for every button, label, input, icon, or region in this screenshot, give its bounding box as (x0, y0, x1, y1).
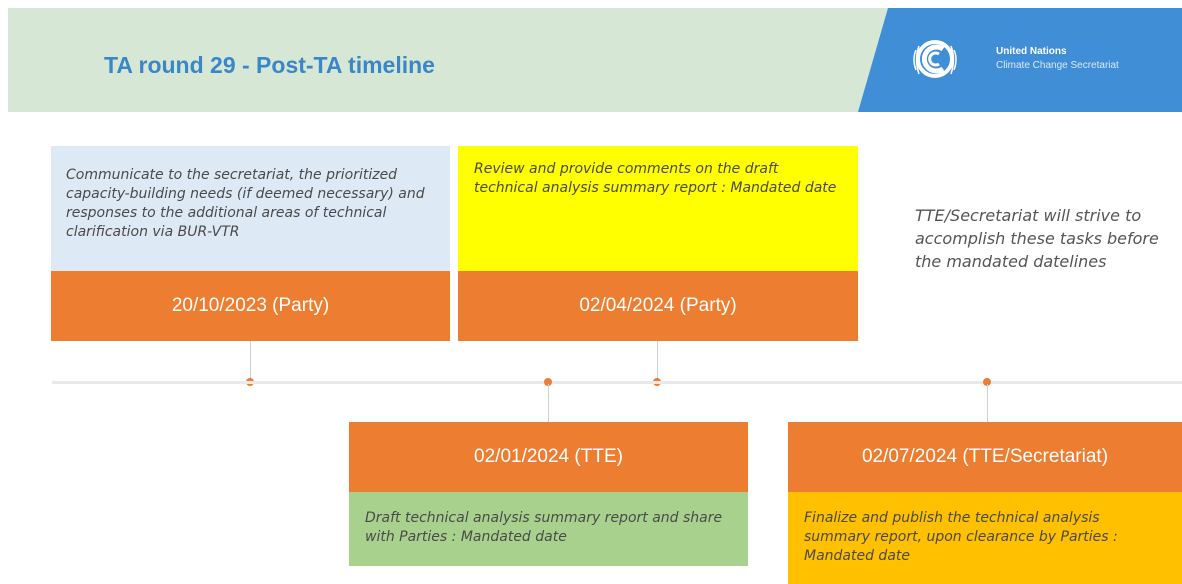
milestone-1-description: Communicate to the secretariat, the prio… (51, 146, 450, 271)
secretariat-note: TTE/Secretariat will strive to accomplis… (915, 206, 1159, 271)
milestone-4-connector (987, 384, 988, 422)
milestone-2-description: Review and provide comments on the draft… (458, 146, 858, 271)
milestone-4-marker (983, 378, 991, 386)
org-name: United Nations (996, 46, 1067, 57)
milestone-3-description: Draft technical analysis summary report … (349, 492, 748, 566)
page-title: TA round 29 - Post-TA timeline (104, 52, 435, 78)
milestone-3-date: 02/01/2024 (TTE) (349, 422, 748, 492)
milestone-1-connector (250, 341, 251, 381)
timeline-axis (52, 381, 1182, 384)
milestone-2-date: 02/04/2024 (Party) (458, 271, 858, 341)
milestone-1-date: 20/10/2023 (Party) (51, 271, 450, 341)
un-branding: United Nations Climate Change Secretaria… (858, 8, 1182, 112)
unfccc-emblem-icon (913, 40, 957, 78)
milestone-3-connector (548, 384, 549, 422)
org-text: United Nations Climate Change Secretaria… (996, 45, 1119, 73)
milestone-4-description: Finalize and publish the technical analy… (788, 492, 1182, 584)
milestone-2-connector (657, 341, 658, 381)
milestone-3-marker (544, 378, 552, 386)
milestone-4-date: 02/07/2024 (TTE/Secretariat) (788, 422, 1182, 492)
org-subtitle: Climate Change Secretariat (996, 60, 1119, 71)
